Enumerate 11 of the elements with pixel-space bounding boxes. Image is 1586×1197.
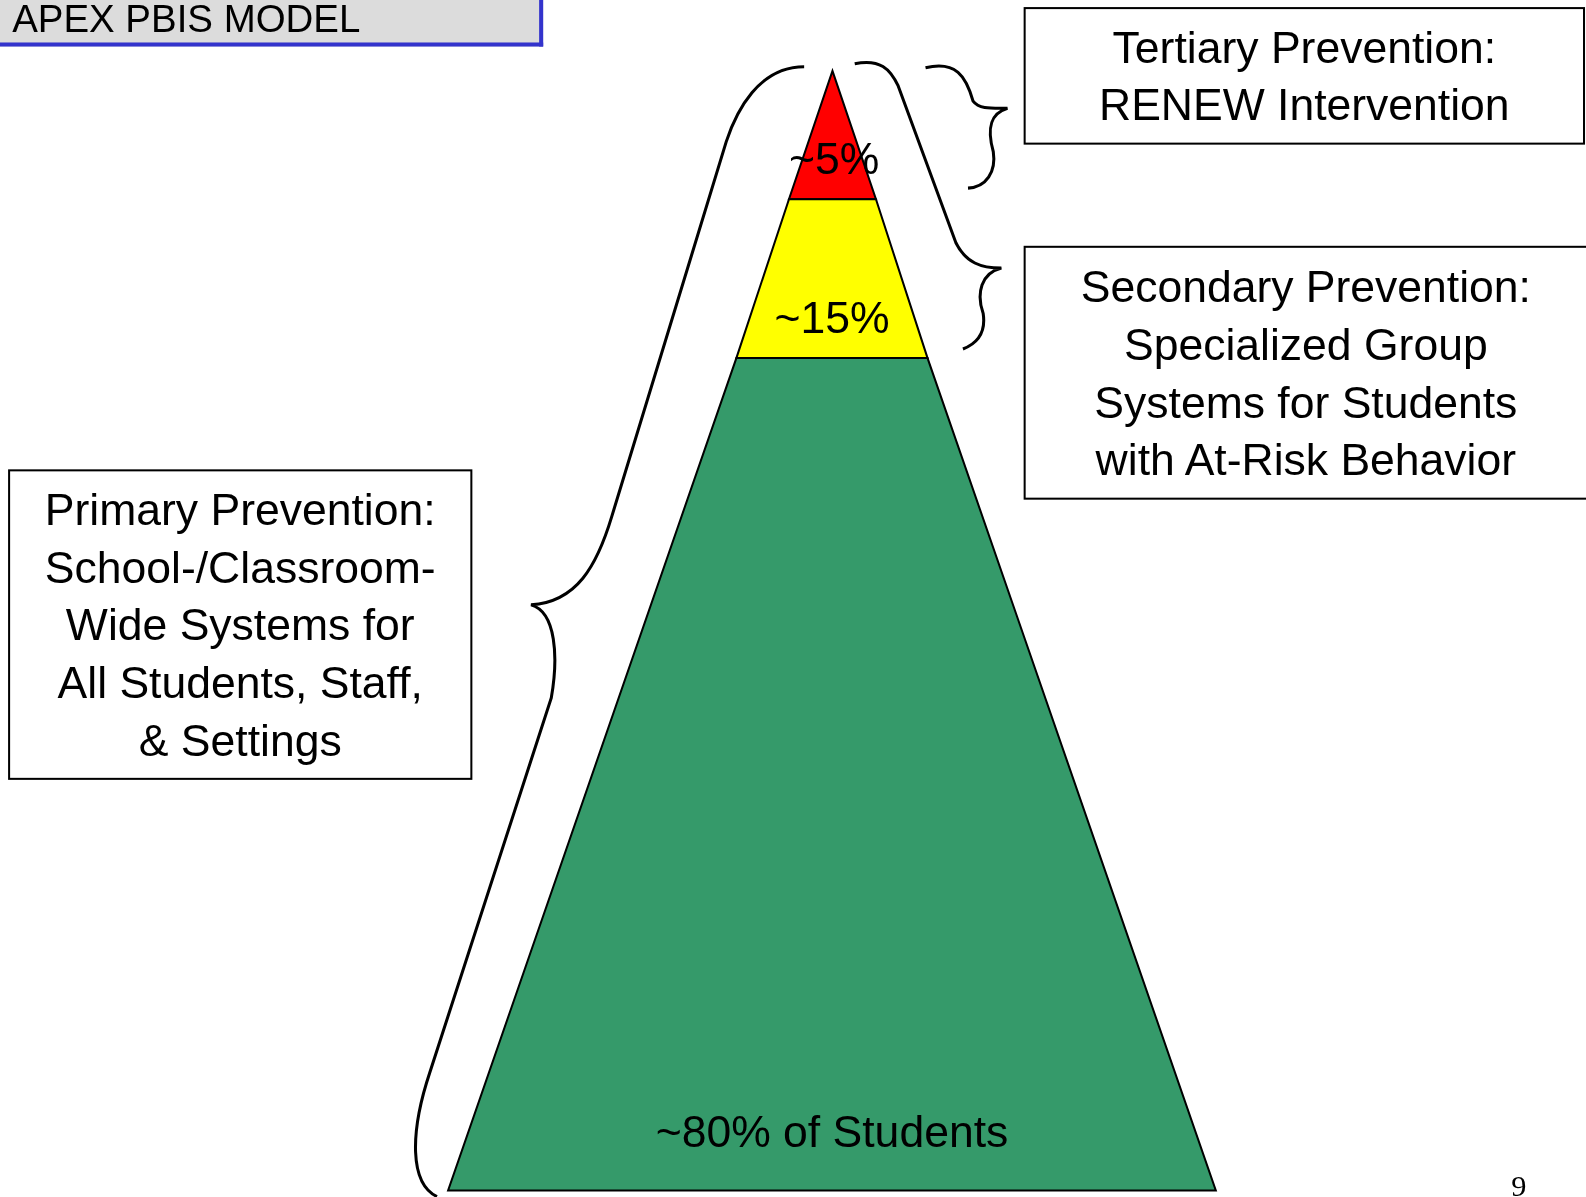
title-text: APEX PBIS MODEL bbox=[12, 0, 361, 41]
tertiary-text-box bbox=[1023, 7, 1585, 145]
secondary-text-box bbox=[1023, 245, 1586, 500]
primary-text-box bbox=[8, 469, 473, 780]
percentage-label: ~15% bbox=[773, 292, 891, 343]
prevention-description: Secondary Prevention: Specialized Group Systems for Students with At-Risk Behavior bbox=[1079, 260, 1532, 486]
prevention-description: Tertiary Prevention: RENEW Intervention bbox=[1098, 21, 1511, 132]
prevention-description: Primary Prevention: School-/Classroom-Wide Systems for All Students, Staff, & Settings bbox=[43, 483, 437, 767]
page-number: 9 bbox=[1511, 1168, 1527, 1197]
middle-tier-trapezoid bbox=[736, 199, 928, 359]
percentage-label: ~80% of Students bbox=[654, 1106, 1010, 1158]
